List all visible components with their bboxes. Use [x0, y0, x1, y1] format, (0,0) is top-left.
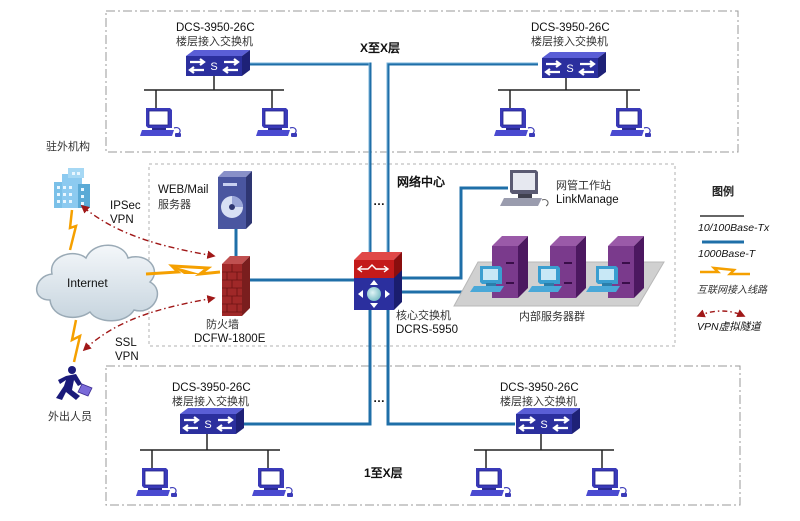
ellipsis-indicator: …	[373, 194, 385, 208]
switch-letter: S	[540, 419, 547, 431]
pc-icon[interactable]	[585, 467, 628, 498]
ethernet-bus-top-right	[498, 78, 640, 108]
switch-letter: S	[566, 63, 573, 75]
firewall-role-label: 防火墙	[206, 318, 239, 331]
server-farm-label: 内部服务器群	[519, 310, 585, 323]
web-mail-server-sublabel: 服务器	[158, 198, 191, 211]
core-switch-model-label: DCRS-5950	[396, 324, 458, 336]
ethernet-bus-top-left	[144, 76, 284, 108]
ethernet-bus-bottom-right	[474, 434, 614, 468]
access-switch-bottom-left[interactable]: S	[178, 406, 246, 436]
pc-icon[interactable]	[139, 107, 182, 138]
ssl-vpn-sublabel: VPN	[115, 351, 139, 363]
legend-label-gigabit: 1000Base-T	[698, 248, 756, 260]
ethernet-bus-bottom-left	[140, 434, 280, 468]
access-switch-top-left[interactable]: S	[184, 48, 252, 78]
zone-label-bottom-floors: 1至X层	[364, 466, 403, 480]
ssl-vpn-tunnel	[82, 295, 216, 352]
mobile-staff-icon[interactable]	[56, 366, 93, 400]
mgmt-station-label: 网管工作站	[556, 179, 611, 192]
management-workstation-icon[interactable]	[500, 170, 549, 207]
pc-icon[interactable]	[251, 467, 294, 498]
web-mail-server-icon[interactable]	[218, 171, 252, 229]
legend-graphics	[696, 215, 750, 318]
core-switch-icon[interactable]	[354, 252, 402, 310]
firewall-icon[interactable]	[222, 256, 250, 316]
pc-icon[interactable]	[135, 467, 178, 498]
access-switch-top-right[interactable]: S	[540, 50, 608, 80]
switch-model-label: DCS-3950-26C	[531, 22, 610, 34]
zone-label-network-center: 网络中心	[397, 175, 446, 189]
legend-label-vpn: VPN虚拟隧道	[697, 321, 761, 333]
switch-role-label: 楼层接入交换机	[176, 35, 253, 48]
zone-top-floors	[105, 10, 739, 153]
firewall-model-label: DCFW-1800E	[194, 333, 266, 345]
ipsec-vpn-tunnel	[80, 204, 216, 259]
mgmt-station-sublabel: LinkManage	[556, 194, 619, 206]
branch-office-icon[interactable]	[54, 168, 90, 208]
pc-icon[interactable]	[255, 107, 298, 138]
pc-icon[interactable]	[493, 107, 536, 138]
legend-label-internet-link: 互联网接入线路	[697, 285, 767, 296]
mobile-staff-label: 外出人员	[48, 410, 92, 423]
ipsec-vpn-sublabel: VPN	[110, 214, 134, 226]
legend-swatch-vpn	[696, 309, 746, 318]
switch-role-label: 楼层接入交换机	[531, 35, 608, 48]
web-mail-server-label: WEB/Mail	[158, 184, 209, 196]
ipsec-vpn-label: IPSec	[110, 200, 141, 212]
pc-icon[interactable]	[609, 107, 652, 138]
switch-letter: S	[210, 61, 217, 73]
legend-title: 图例	[712, 185, 734, 198]
ssl-vpn-label: SSL	[115, 337, 137, 349]
zone-label-top-floors: X至X层	[360, 41, 401, 55]
gigabit-links	[234, 62, 538, 426]
switch-role-label: 楼层接入交换机	[500, 395, 577, 408]
switch-role-label: 楼层接入交换机	[172, 395, 249, 408]
ellipsis-indicator: …	[373, 391, 385, 405]
legend-label-fast-ethernet: 10/100Base-Tx	[698, 222, 770, 234]
core-switch-role-label: 核心交换机	[396, 309, 451, 322]
legend-swatch-internet-link	[700, 266, 750, 276]
internet-link-mobile	[70, 319, 82, 363]
switch-model-label: DCS-3950-26C	[172, 382, 251, 394]
switch-model-label: DCS-3950-26C	[176, 22, 255, 34]
branch-office-label: 驻外机构	[46, 140, 90, 153]
pc-icon[interactable]	[469, 467, 512, 498]
access-switch-bottom-right[interactable]: S	[514, 406, 582, 436]
internet-label: Internet	[67, 276, 108, 290]
switch-letter: S	[204, 419, 211, 431]
internet-link-firewall	[145, 264, 221, 277]
switch-model-label: DCS-3950-26C	[500, 382, 579, 394]
internet-link-branch	[68, 209, 78, 251]
zone-bottom-floors	[105, 365, 741, 506]
